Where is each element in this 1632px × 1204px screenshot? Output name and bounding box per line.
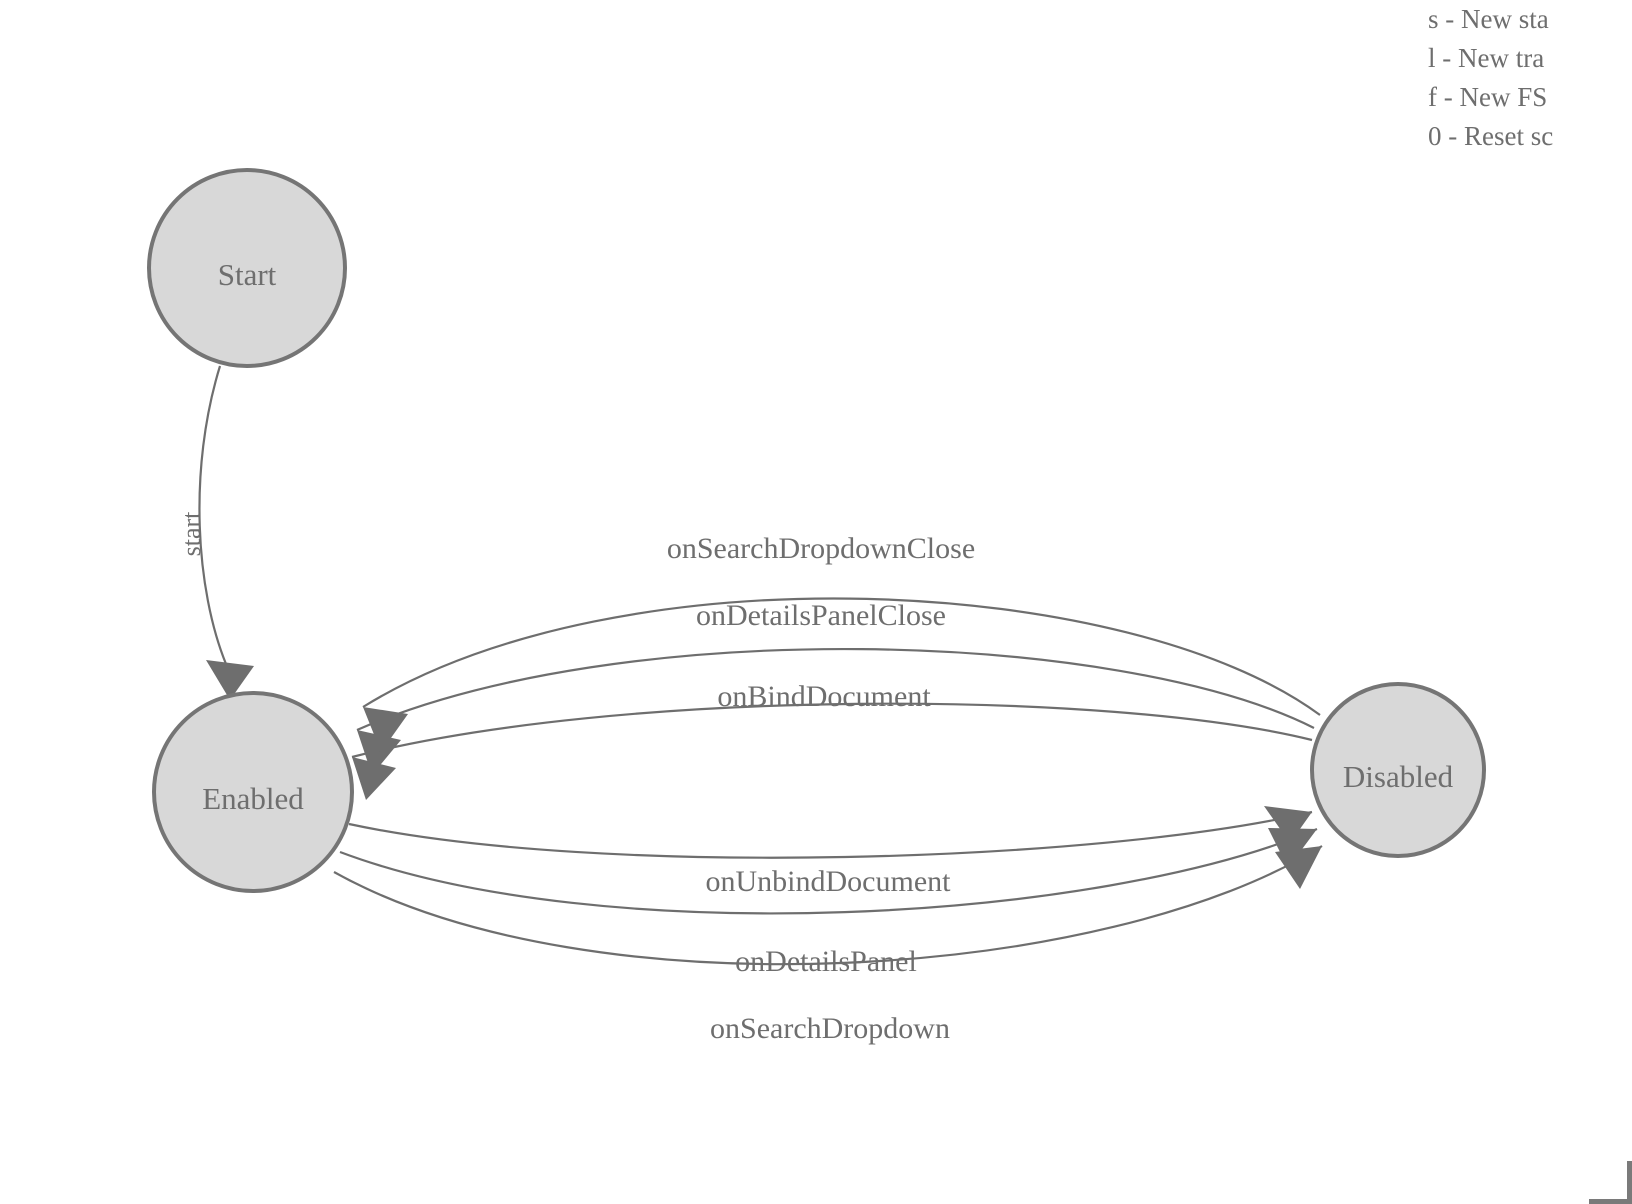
transition-onDetailsPanelClose[interactable]: [356, 648, 1315, 775]
edge-path-start[interactable]: [198, 365, 228, 665]
resize-handle[interactable]: [1589, 1161, 1632, 1204]
state-label-enabled: Enabled: [202, 781, 304, 816]
arrowhead-into-disabled-1: [1264, 806, 1312, 843]
shortcut-reset-scale: 0 - Reset sc: [1428, 121, 1554, 151]
transition-onSearchDropdown[interactable]: [333, 845, 1323, 966]
arrowhead-into-disabled-3: [1275, 846, 1322, 889]
state-node-enabled[interactable]: Enabled: [152, 691, 354, 893]
transition-label-onSearchDropdownClose: onSearchDropdownClose: [667, 532, 975, 565]
shortcut-new-transition: l - New tra: [1428, 43, 1545, 73]
arrowhead-into-enabled-2: [357, 730, 401, 775]
transition-label-onDetailsPanelClose: onDetailsPanelClose: [696, 599, 946, 632]
state-node-start[interactable]: Start: [147, 168, 347, 368]
state-circle-enabled[interactable]: [152, 691, 354, 893]
transition-label-start: start: [177, 511, 206, 557]
arrowhead-into-disabled-2: [1268, 828, 1317, 868]
transition-onBindDocument[interactable]: [351, 702, 1313, 800]
state-circle-disabled[interactable]: [1310, 682, 1486, 858]
transition-onUnbindDocument[interactable]: [348, 806, 1313, 859]
arrowhead-into-enabled-start: [206, 660, 254, 700]
transition-label-onSearchDropdown: onSearchDropdown: [710, 1012, 950, 1045]
arrowhead-into-enabled-1: [363, 707, 408, 752]
shortcut-new-state: s - New sta: [1428, 4, 1549, 34]
edge-path-onDetailsPanel[interactable]: [339, 827, 1318, 915]
state-circle-start[interactable]: [147, 168, 347, 368]
transition-label-onUnbindDocument: onUnbindDocument: [706, 865, 952, 898]
edge-path-onSearchDropdown[interactable]: [333, 845, 1323, 966]
state-label-disabled: Disabled: [1343, 759, 1454, 794]
transition-label-onBindDocument: onBindDocument: [717, 680, 931, 713]
edge-path-onSearchDropdownClose[interactable]: [362, 597, 1321, 716]
transition-label-onDetailsPanel: onDetailsPanel: [735, 945, 917, 978]
edge-path-onBindDocument[interactable]: [351, 702, 1313, 759]
transition-onDetailsPanel[interactable]: [339, 827, 1318, 915]
arrowhead-into-enabled-3: [352, 757, 396, 800]
edge-path-onUnbindDocument[interactable]: [348, 810, 1313, 859]
edge-path-onDetailsPanelClose[interactable]: [356, 648, 1315, 732]
state-node-disabled[interactable]: Disabled: [1310, 682, 1486, 858]
shortcut-new-fsm: f - New FS: [1428, 82, 1548, 112]
transition-onSearchDropdownClose[interactable]: [362, 597, 1321, 752]
keyboard-shortcuts-help: s - New sta l - New tra f - New FS 0 - R…: [1428, 0, 1632, 160]
transition-start[interactable]: [198, 365, 254, 700]
state-label-start: Start: [218, 257, 277, 292]
